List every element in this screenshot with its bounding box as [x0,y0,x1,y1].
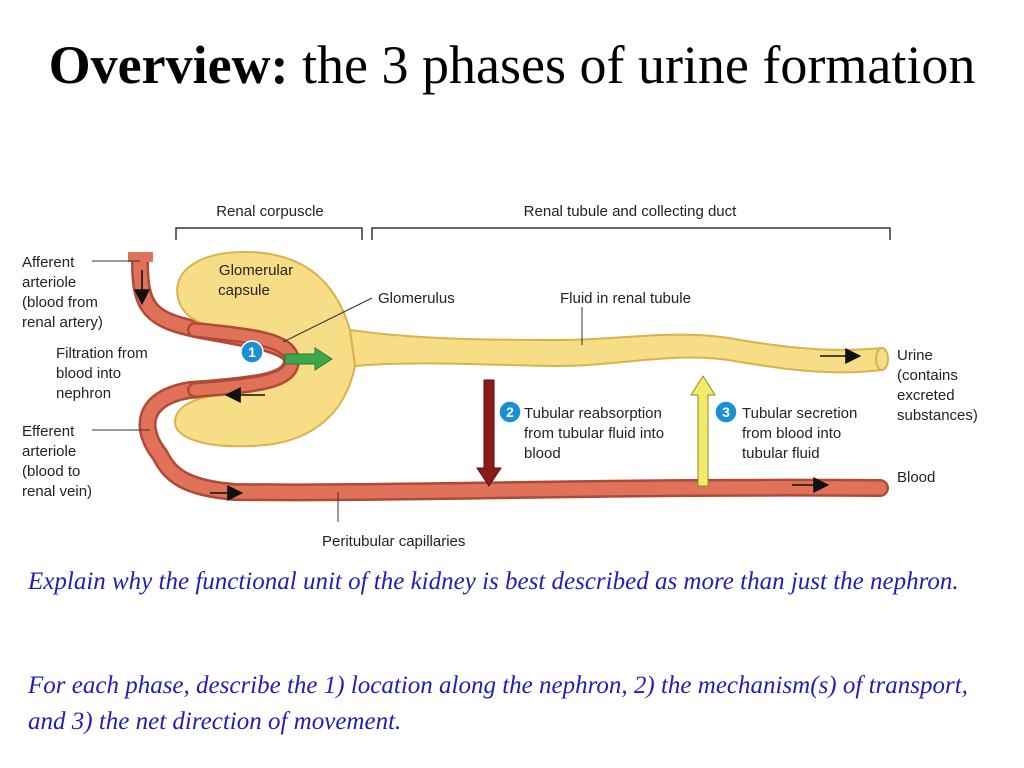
step-badge-2: 2 [498,400,522,424]
question-phases: For each phase, describe the 1) location… [28,672,968,735]
label-glomerulus: Glomerulus [378,290,455,307]
svg-text:(blood from: (blood from [22,294,98,311]
svg-text:substances): substances) [897,407,978,424]
title-bold: Overview: [48,35,289,95]
svg-text:Glomerular: Glomerular [219,262,293,279]
svg-text:from tubular fluid into: from tubular fluid into [524,425,664,442]
step-badge-1: 1 [240,340,264,364]
svg-text:arteriole: arteriole [22,274,76,291]
svg-text:blood: blood [524,445,561,462]
label-secretion: Tubular secretion from blood into tubula… [742,405,857,462]
svg-text:nephron: nephron [56,385,111,402]
svg-text:1: 1 [248,344,256,360]
label-glomerular-capsule: Glomerular capsule [218,262,293,299]
bracket-label-corpuscle: Renal corpuscle [216,203,324,220]
tubule-bracket [371,227,891,240]
label-urine: Urine (contains excreted substances) [897,347,978,424]
svg-text:tubular fluid: tubular fluid [742,445,820,462]
filtration-arrow [284,347,333,371]
svg-text:Urine: Urine [897,347,933,364]
svg-text:(contains: (contains [897,367,958,384]
label-blood: Blood [897,469,935,486]
svg-text:3: 3 [722,404,730,420]
label-fluid: Fluid in renal tubule [560,290,691,307]
svg-text:Efferent: Efferent [22,423,75,440]
svg-text:(blood to: (blood to [22,463,80,480]
title-rest: the 3 phases of urine formation [288,35,976,95]
svg-text:Tubular reabsorption: Tubular reabsorption [524,405,662,422]
svg-text:Tubular secretion: Tubular secretion [742,405,857,422]
bracket-label-tubule: Renal tubule and collecting duct [524,203,737,220]
secretion-arrow [690,375,716,487]
renal-tubule [348,328,883,374]
step-badge-3: 3 [714,400,738,424]
svg-text:Filtration from: Filtration from [56,345,148,362]
corpuscle-bracket [175,227,363,240]
question-functional-unit: Explain why the functional unit of the k… [28,568,959,595]
label-peritubular: Peritubular capillaries [322,533,465,550]
label-reabsorption: Tubular reabsorption from tubular fluid … [524,405,664,462]
svg-text:capsule: capsule [218,282,270,299]
reabsorption-arrow [476,379,502,487]
svg-text:renal artery): renal artery) [22,314,103,331]
tubule-end [875,347,889,371]
urine-formation-diagram: 1 2 3 Renal corpuscle Renal tubule and c… [22,203,978,550]
vessel-top-cap [128,252,153,262]
svg-text:blood into: blood into [56,365,121,382]
label-efferent: Efferent arteriole (blood to renal vein) [22,423,92,500]
label-filtration: Filtration from blood into nephron [56,345,148,402]
svg-text:from blood into: from blood into [742,425,841,442]
label-afferent: Afferent arteriole (blood from renal art… [22,254,103,331]
glomerulus-leader [282,297,373,343]
svg-text:arteriole: arteriole [22,443,76,460]
svg-text:Afferent: Afferent [22,254,75,271]
svg-text:renal vein): renal vein) [22,483,92,500]
svg-text:excreted: excreted [897,387,955,404]
svg-text:2: 2 [506,404,514,420]
slide-title: Overview: the 3 phases of urine formatio… [0,34,1024,96]
